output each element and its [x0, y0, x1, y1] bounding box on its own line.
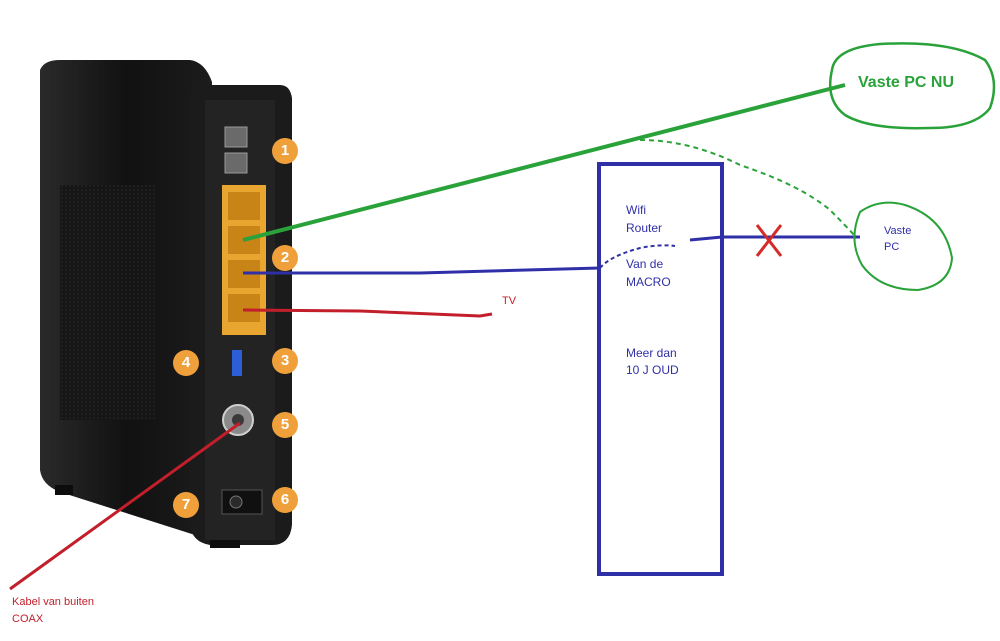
router-label-macro: MACRO	[626, 275, 671, 289]
router-label-wifi: Wifi	[626, 203, 646, 217]
port-badge-1: 1	[272, 138, 298, 164]
tv-label: TV	[502, 295, 517, 307]
ethernet-port-4	[228, 294, 260, 322]
coax-label-line1: Kabel van buiten	[12, 596, 94, 608]
blue-line-router-pc	[689, 235, 860, 242]
coax-center	[232, 414, 244, 426]
red-coax-cable	[9, 421, 241, 591]
pc-now-label: Vaste PC NU	[858, 74, 955, 91]
router-label-van-de: Van de	[626, 257, 664, 271]
blue-line-modem-router	[243, 266, 601, 275]
phone-port-2	[224, 152, 248, 174]
ethernet-port-1	[228, 192, 260, 220]
port-badge-2: 2	[272, 245, 298, 271]
port-badge-3: 3	[272, 348, 298, 374]
power-jack	[229, 495, 243, 509]
modem-foot-left	[55, 485, 73, 495]
green-line-to-pc-now	[242, 83, 846, 242]
green-dashed-old-route	[639, 139, 856, 237]
router-label-age: 10 J OUD	[626, 363, 679, 377]
port-badge-6: 6	[272, 487, 298, 513]
pc-label-line1: Vaste	[884, 225, 912, 237]
modem-foot-right	[210, 540, 240, 548]
phone-port-1	[224, 126, 248, 148]
router-label-router: Router	[626, 221, 663, 235]
red-line-to-tv	[242, 308, 493, 318]
usb-port	[232, 350, 242, 376]
coax-label-line2: COAX	[12, 613, 44, 625]
port-badge-7: 7	[173, 492, 199, 518]
port-badge-4: 4	[173, 350, 199, 376]
pc-circle	[853, 201, 954, 292]
red-x-icon	[755, 224, 783, 257]
blue-dashed-inside-router	[599, 244, 676, 269]
wifi-router-box	[597, 162, 724, 576]
router-label-meer-dan: Meer dan	[626, 346, 677, 360]
modem-vent-grille	[60, 185, 155, 420]
pc-label-line2: PC	[884, 241, 900, 253]
pc-now-circle	[828, 42, 996, 130]
port-badge-5: 5	[272, 412, 298, 438]
